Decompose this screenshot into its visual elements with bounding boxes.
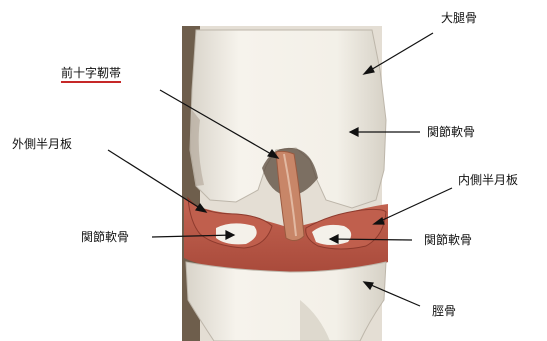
lateral-meniscus-label: 外側半月板 xyxy=(12,137,72,151)
tibia-bone xyxy=(186,262,386,341)
medial-meniscus-label: 内側半月板 xyxy=(458,173,518,187)
femoral-articular-cartilage-label: 関節軟骨 xyxy=(427,125,475,139)
tibial-articular-cartilage-left-label: 関節軟骨 xyxy=(81,230,129,244)
acl-label: 前十字靭帯 xyxy=(61,66,121,83)
femur-label: 大腿骨 xyxy=(441,11,477,25)
tibia-label: 脛骨 xyxy=(432,304,456,318)
tibial-cartilage-left xyxy=(216,223,257,244)
tibial-articular-cartilage-right-label: 関節軟骨 xyxy=(424,233,472,247)
